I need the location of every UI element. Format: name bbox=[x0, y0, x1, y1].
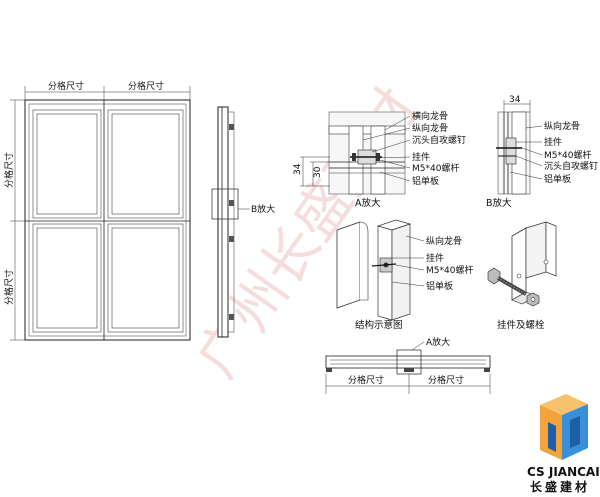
b-callout-label: B放大 bbox=[251, 203, 275, 215]
detail-a-label-hanger: 挂件 bbox=[412, 151, 430, 163]
plan-panel bbox=[325, 355, 491, 369]
hanger-and-bolt: 挂件及螺栓 bbox=[487, 221, 557, 331]
detail-a-label-bolt: M5*40螺杆 bbox=[412, 162, 459, 174]
plan-dim-right: 分格尺寸 bbox=[428, 374, 464, 386]
detail-a-label-panel: 铝单板 bbox=[412, 175, 439, 187]
b-callout-box bbox=[211, 188, 239, 220]
detail-a-title: A放大 bbox=[355, 197, 381, 209]
detail-b-title: B放大 bbox=[486, 197, 512, 209]
structure-label-hanger: 挂件 bbox=[426, 252, 444, 264]
detail-b-dim-34: 34 bbox=[509, 95, 521, 105]
structure-title: 结构示意图 bbox=[355, 319, 403, 331]
structure-label-keel: 纵向龙骨 bbox=[426, 235, 462, 247]
a-callout-label: A放大 bbox=[426, 336, 450, 348]
plan-view: A放大 分格尺寸 分格尺寸 bbox=[325, 336, 491, 394]
side-section: B放大 bbox=[211, 106, 275, 338]
logo-text-cn: 长盛建材 bbox=[530, 479, 590, 494]
logo-mark-icon bbox=[540, 394, 588, 460]
detail-b: 34 纵向龙骨 挂件 M5*40螺杆 沉头自攻螺钉 铝单板 B放大 bbox=[486, 95, 598, 209]
brand-logo: CS JIANCAI 长盛建材 bbox=[527, 394, 600, 494]
side-hangers bbox=[229, 124, 234, 320]
detail-a: 34 30 横向龙骨 纵向龙骨 沉头自攻螺钉 挂件 M5*40螺杆 铝单板 A放… bbox=[293, 110, 466, 209]
plan-joints bbox=[326, 368, 490, 372]
dim-left-lower: 分格尺寸 bbox=[3, 269, 15, 305]
front-elevation: 分格尺寸 分格尺寸 分格尺寸 分格尺寸 bbox=[3, 80, 191, 341]
dim-top-right: 分格尺寸 bbox=[128, 80, 164, 92]
side-panel bbox=[217, 106, 229, 338]
structure-sketch: 纵向龙骨 挂件 M5*40螺杆 铝单板 结构示意图 bbox=[336, 219, 473, 331]
panel-top-right-inner bbox=[111, 113, 180, 215]
detail-b-label-hanger: 挂件 bbox=[544, 136, 562, 148]
detail-b-label-vertical-keel: 纵向龙骨 bbox=[544, 120, 580, 132]
panel-bottom-left-inner bbox=[36, 227, 98, 329]
structure-label-bolt: M5*40螺杆 bbox=[426, 264, 473, 276]
logo-text-en: CS JIANCAI bbox=[527, 465, 600, 479]
detail-a-dim-30: 30 bbox=[313, 166, 323, 178]
panel-top-left-inner bbox=[36, 113, 98, 215]
bolt-icon bbox=[487, 267, 527, 296]
detail-a-label-horizontal-keel: 横向龙骨 bbox=[412, 110, 448, 122]
inner-frame bbox=[28, 103, 187, 337]
side-keel bbox=[227, 111, 235, 333]
detail-a-label-screw: 沉头自攻螺钉 bbox=[412, 134, 466, 146]
detail-a-label-vertical-keel: 纵向龙骨 bbox=[412, 122, 448, 134]
detail-a-dim-34: 34 bbox=[293, 163, 303, 175]
dim-top-left: 分格尺寸 bbox=[48, 80, 84, 92]
plan-dim-left: 分格尺寸 bbox=[348, 374, 384, 386]
structure-keel bbox=[377, 225, 393, 321]
structure-panel bbox=[336, 221, 361, 309]
hanger-title: 挂件及螺栓 bbox=[497, 319, 545, 331]
dim-left-upper: 分格尺寸 bbox=[3, 152, 15, 188]
structure-label-panel: 铝单板 bbox=[426, 280, 453, 292]
detail-b-label-screw: 沉头自攻螺钉 bbox=[544, 160, 598, 172]
detail-b-label-bolt: M5*40螺杆 bbox=[544, 149, 591, 161]
panel-bottom-right-inner bbox=[111, 227, 180, 329]
detail-b-label-panel: 铝单板 bbox=[544, 173, 571, 185]
